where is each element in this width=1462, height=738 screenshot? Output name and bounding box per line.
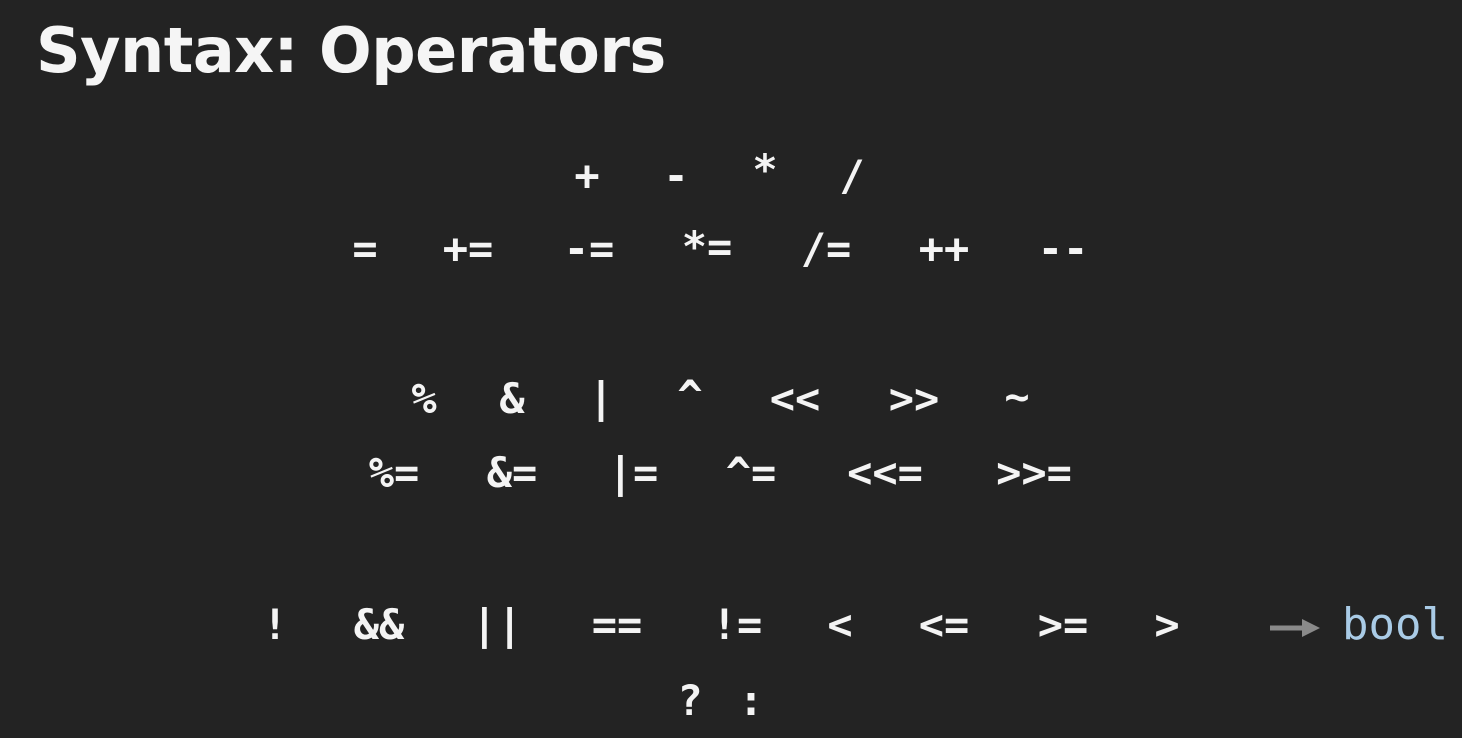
operator-xor-assign: ^= — [725, 448, 777, 497]
operator-or-assign: |= — [607, 448, 659, 497]
bool-type-label: bool — [1342, 599, 1448, 650]
operator-increment: ++ — [918, 224, 970, 273]
operator-not-equal: != — [711, 600, 763, 649]
operator-logical-or: || — [471, 600, 523, 649]
operator-subtract-assign: -= — [563, 224, 615, 273]
operator-minus: - — [663, 151, 689, 200]
operator-and-assign: &= — [486, 448, 538, 497]
operator-logical-not: ! — [262, 600, 288, 649]
operator-right-shift-assign: >>= — [996, 448, 1072, 497]
operator-less-than: < — [827, 600, 853, 649]
operator-plus: + — [574, 151, 600, 200]
operator-greater-equal: >= — [1037, 600, 1089, 649]
operator-left-shift-assign: <<= — [847, 448, 923, 497]
operator-modulo: % — [411, 374, 437, 423]
operator-divide-assign: /= — [800, 224, 852, 273]
operator-assign: = — [352, 224, 378, 273]
operator-multiply: * — [752, 145, 778, 194]
operator-multiply-assign: *= — [681, 222, 733, 271]
slide-title: Syntax: Operators — [36, 14, 666, 87]
operator-equal: == — [591, 600, 643, 649]
right-arrow-icon — [1270, 619, 1320, 637]
operator-ternary-question: ? — [677, 676, 703, 725]
operator-bitwise-or: | — [588, 373, 614, 422]
operator-bitwise-not: ~ — [1004, 372, 1030, 421]
operator-less-equal: <= — [918, 600, 970, 649]
operator-logical-and: && — [353, 600, 405, 649]
operator-left-shift: << — [769, 374, 821, 423]
operator-right-shift: >> — [888, 374, 940, 423]
operator-decrement: -- — [1037, 224, 1089, 273]
operator-divide: / — [839, 151, 865, 200]
operator-bitwise-xor: ^ — [677, 371, 703, 420]
operator-ternary-colon: : — [738, 676, 764, 725]
operator-greater-than: > — [1154, 600, 1180, 649]
operator-add-assign: += — [442, 224, 494, 273]
operator-modulo-assign: %= — [368, 448, 420, 497]
operator-bitwise-and: & — [499, 374, 525, 423]
